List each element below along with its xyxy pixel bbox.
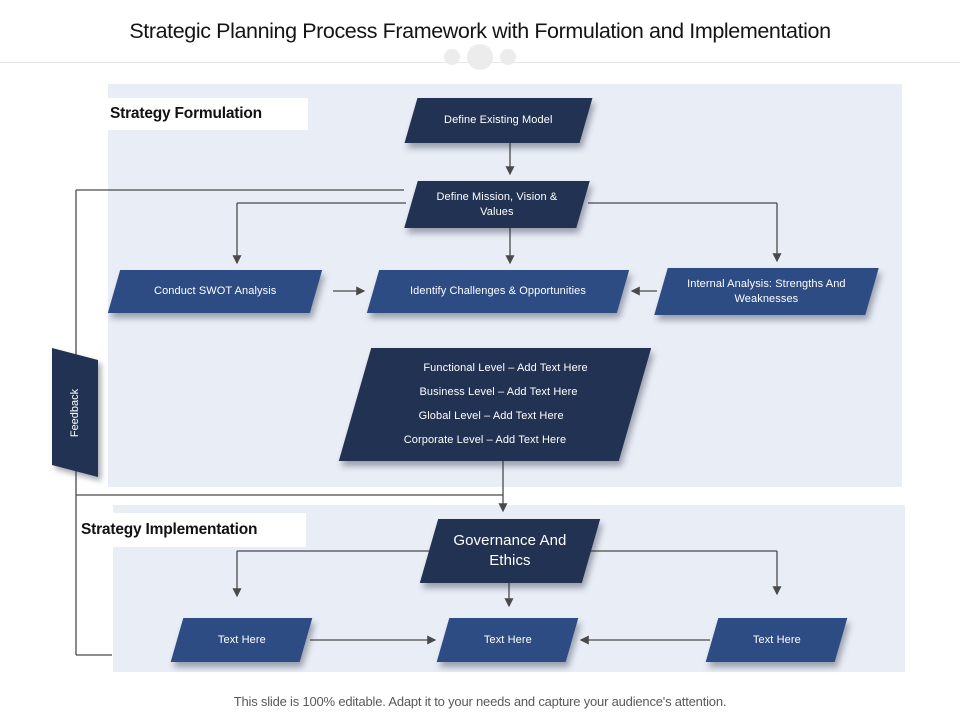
node-text-here-right: Text Here — [705, 618, 848, 662]
strategy-formulation-heading: Strategy Formulation — [108, 98, 308, 130]
node-identify-challenges-opportunities-label: Identify Challenges & Opportunities — [410, 285, 586, 298]
strategy-formulation-heading-text: Strategy Formulation — [110, 105, 262, 122]
node-conduct-swot-analysis-label: Conduct SWOT Analysis — [153, 285, 277, 298]
decorative-dot — [444, 49, 460, 65]
node-corporate-level-label: Corporate Level – Add Text Here — [403, 434, 566, 447]
node-text-here-left: Text Here — [170, 618, 313, 662]
strategy-implementation-heading: Strategy Implementation — [78, 513, 306, 547]
node-global-level-label: Global Level – Add Text Here — [418, 410, 565, 423]
node-define-existing-model-label: Define Existing Model — [444, 114, 553, 127]
node-identify-challenges-opportunities: Identify Challenges & Opportunities — [366, 270, 630, 313]
node-internal-analysis-label: Internal Analysis: Strengths And Weaknes… — [687, 277, 846, 305]
slide-title: Strategic Planning Process Framework wit… — [129, 19, 831, 43]
node-strategy-levels: Functional Level – Add Text Here Busines… — [338, 348, 652, 461]
feedback-shape: Feedback — [52, 348, 98, 477]
node-text-here-right-label: Text Here — [752, 633, 801, 646]
node-governance-and-ethics: Governance And Ethics — [419, 519, 601, 583]
node-feedback: Feedback — [52, 348, 98, 477]
footer-note: This slide is 100% editable. Adapt it to… — [233, 694, 727, 709]
node-define-mission-vision-values: Define Mission, Vision & Values — [404, 181, 590, 228]
node-text-here-left-label: Text Here — [217, 633, 266, 646]
node-feedback-label: Feedback — [69, 388, 81, 437]
node-define-existing-model: Define Existing Model — [404, 98, 593, 143]
strategy-implementation-heading-text: Strategy Implementation — [81, 521, 258, 538]
node-functional-level-label: Functional Level – Add Text Here — [423, 361, 588, 374]
node-governance-and-ethics-label: Governance And Ethics — [453, 531, 567, 569]
node-text-here-center-label: Text Here — [483, 633, 532, 646]
node-text-here-center: Text Here — [436, 618, 579, 662]
decorative-dot — [467, 44, 493, 70]
node-internal-analysis: Internal Analysis: Strengths And Weaknes… — [654, 268, 879, 315]
node-business-level-label: Business Level – Add Text Here — [419, 385, 578, 398]
node-define-mission-vision-values-label: Define Mission, Vision & Values — [436, 190, 558, 218]
node-conduct-swot-analysis: Conduct SWOT Analysis — [107, 270, 323, 313]
decorative-dot — [500, 49, 516, 65]
